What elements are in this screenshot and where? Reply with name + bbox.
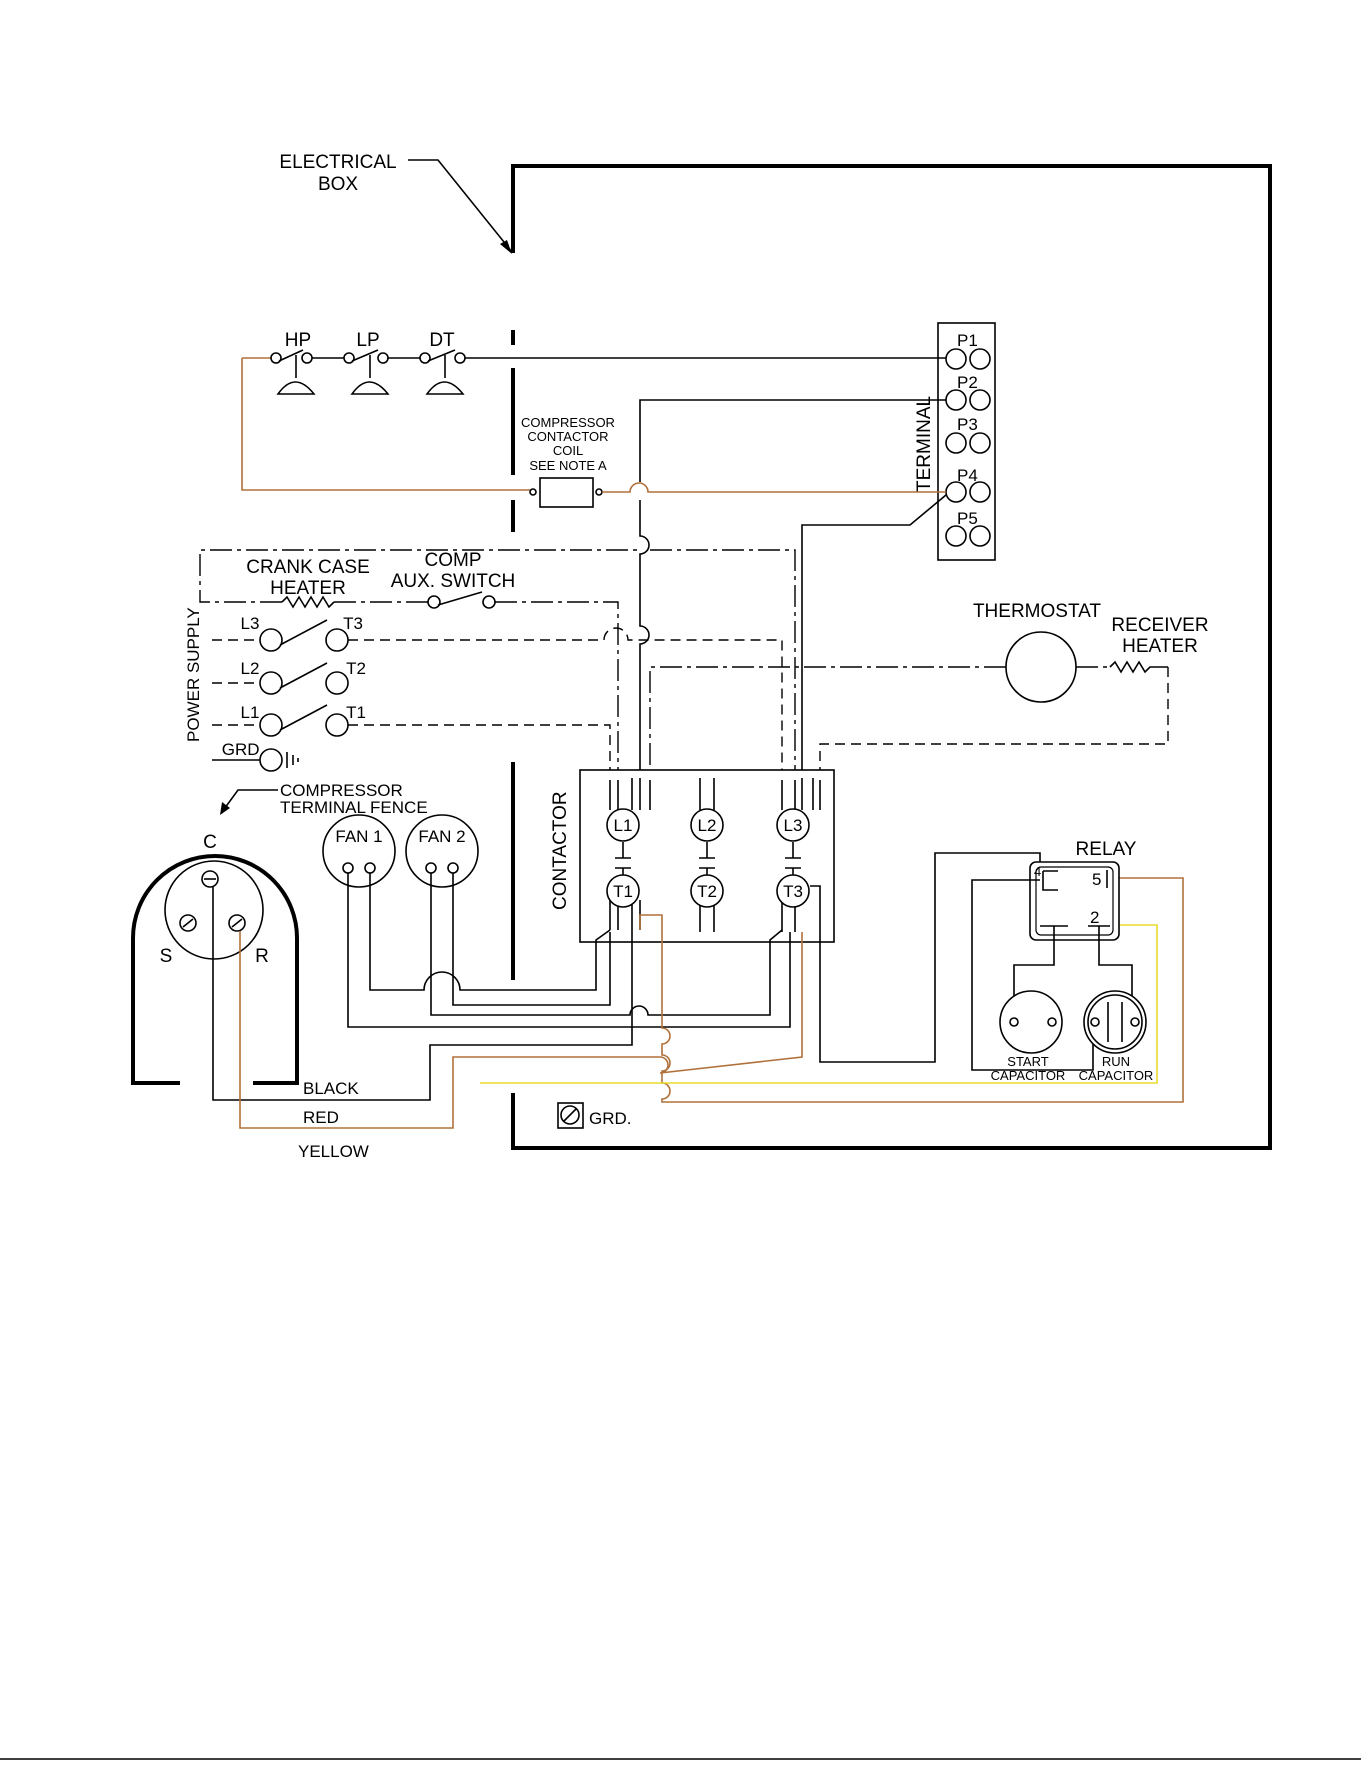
svg-text:SEE NOTE A: SEE NOTE A bbox=[529, 458, 607, 473]
svg-text:P5: P5 bbox=[957, 509, 978, 528]
red-wire-label: RED bbox=[303, 1108, 339, 1127]
ps-t3-label: T3 bbox=[343, 614, 363, 633]
svg-text:CAPACITOR: CAPACITOR bbox=[1079, 1068, 1154, 1083]
svg-text:FAN 1: FAN 1 bbox=[335, 827, 382, 846]
control-wires bbox=[639, 399, 947, 790]
crank-case-label-1: CRANK CASE bbox=[246, 557, 370, 578]
colored-wires bbox=[239, 877, 1184, 1129]
thermostat-label: THERMOSTAT bbox=[973, 601, 1101, 622]
svg-text:L2: L2 bbox=[698, 816, 717, 835]
wire-color-legend: BLACK RED YELLOW bbox=[298, 1079, 369, 1161]
contactor-t1: T1 bbox=[606, 874, 640, 908]
fan-2: FAN 2 bbox=[405, 814, 479, 888]
svg-text:T2: T2 bbox=[697, 882, 717, 901]
contactor-t3: T3 bbox=[776, 874, 810, 908]
receiver-heater-label-2: HEATER bbox=[1122, 636, 1198, 657]
dt-label: DT bbox=[429, 330, 455, 351]
safety-switches: HP LP DT bbox=[241, 330, 946, 491]
svg-text:COMPRESSOR: COMPRESSOR bbox=[521, 415, 615, 430]
ps-l3-label: L3 bbox=[241, 614, 260, 633]
contactor-t2: T2 bbox=[690, 874, 724, 908]
svg-text:P4: P4 bbox=[957, 466, 978, 485]
terminal-block: TERMINAL P1 P2 P3 P4 P5 bbox=[914, 322, 996, 561]
svg-text:L1: L1 bbox=[614, 816, 633, 835]
contactor-l3: L3 bbox=[776, 808, 810, 842]
load-wiring bbox=[212, 852, 1041, 1101]
contactor-l2: L2 bbox=[690, 808, 724, 842]
svg-text:RUN: RUN bbox=[1102, 1054, 1130, 1069]
hp-label: HP bbox=[285, 330, 311, 351]
svg-text:P3: P3 bbox=[957, 415, 978, 434]
relay-terminal-2: 2 bbox=[1090, 908, 1099, 927]
compressor-terminal-fence: COMPRESSOR TERMINAL FENCE C S R bbox=[131, 781, 428, 1085]
relay-terminal-4: 4 bbox=[1034, 864, 1041, 879]
contactor-l1: L1 bbox=[606, 808, 640, 842]
box-grd-label: GRD. bbox=[589, 1109, 632, 1128]
run-capacitor: RUN CAPACITOR bbox=[1079, 990, 1154, 1083]
svg-text:COIL: COIL bbox=[553, 443, 583, 458]
electrical-box-outline bbox=[511, 164, 1272, 1150]
svg-text:CONTACTOR: CONTACTOR bbox=[527, 429, 608, 444]
ps-l2-label: L2 bbox=[241, 659, 260, 678]
crank-case-heater-loop: CRANK CASE HEATER COMP AUX. SWITCH bbox=[199, 549, 796, 790]
svg-text:COMPRESSOR: COMPRESSOR bbox=[280, 781, 403, 800]
contactor: CONTACTOR L1 L2 L3 T1 T bbox=[550, 769, 835, 943]
terminal-c-label: C bbox=[203, 832, 217, 853]
relay: RELAY 4 5 2 bbox=[971, 839, 1137, 1071]
terminal-r-label: R bbox=[255, 946, 269, 967]
comp-aux-label-1: COMP bbox=[425, 550, 482, 571]
svg-text:L3: L3 bbox=[784, 816, 803, 835]
receiver-heater-label-1: RECEIVER bbox=[1111, 615, 1208, 636]
svg-text:START: START bbox=[1007, 1054, 1048, 1069]
black-wire-label: BLACK bbox=[303, 1079, 359, 1098]
svg-text:P2: P2 bbox=[957, 373, 978, 392]
svg-text:T3: T3 bbox=[783, 882, 803, 901]
electrical-box-callout: ELECTRICAL BOX bbox=[279, 152, 513, 254]
compressor-contactor-coil: COMPRESSOR CONTACTOR COIL SEE NOTE A bbox=[521, 415, 946, 508]
terminal-label: TERMINAL bbox=[914, 396, 935, 492]
power-supply-label: POWER SUPPLY bbox=[184, 607, 203, 742]
svg-text:T1: T1 bbox=[613, 882, 633, 901]
svg-text:P1: P1 bbox=[957, 331, 978, 350]
relay-terminal-5: 5 bbox=[1092, 870, 1101, 889]
box-ground-screw: GRD. bbox=[557, 1102, 632, 1129]
crank-case-label-2: HEATER bbox=[270, 578, 346, 599]
ps-t1-label: T1 bbox=[346, 703, 366, 722]
ps-l1-label: L1 bbox=[241, 703, 260, 722]
thermostat-circuit: THERMOSTAT RECEIVER HEATER bbox=[649, 601, 1209, 790]
yellow-wire-label: YELLOW bbox=[298, 1142, 369, 1161]
comp-aux-label-2: AUX. SWITCH bbox=[391, 571, 516, 592]
terminal-p2: P2 bbox=[945, 373, 991, 411]
electrical-box-label-1: ELECTRICAL bbox=[279, 152, 396, 173]
terminal-p4: P4 bbox=[945, 466, 991, 503]
fan-1: FAN 1 bbox=[322, 814, 396, 888]
relay-label: RELAY bbox=[1076, 839, 1137, 860]
power-supply: POWER SUPPLY L3 T3 L2 T2 L1 T1 GRD. bbox=[184, 607, 783, 790]
ps-t2-label: T2 bbox=[346, 659, 366, 678]
terminal-s-label: S bbox=[160, 946, 173, 967]
svg-text:FAN 2: FAN 2 bbox=[418, 827, 465, 846]
terminal-p5: P5 bbox=[945, 509, 991, 547]
svg-text:TERMINAL FENCE: TERMINAL FENCE bbox=[280, 798, 428, 817]
svg-text:CAPACITOR: CAPACITOR bbox=[991, 1068, 1066, 1083]
terminal-p1: P1 bbox=[945, 331, 991, 370]
electrical-box-label-2: BOX bbox=[318, 174, 358, 195]
contactor-label: CONTACTOR bbox=[550, 791, 571, 910]
ps-grd-label: GRD. bbox=[222, 740, 265, 759]
terminal-p3: P3 bbox=[945, 415, 991, 454]
lp-label: LP bbox=[356, 330, 379, 351]
start-capacitor: START CAPACITOR bbox=[991, 990, 1066, 1083]
